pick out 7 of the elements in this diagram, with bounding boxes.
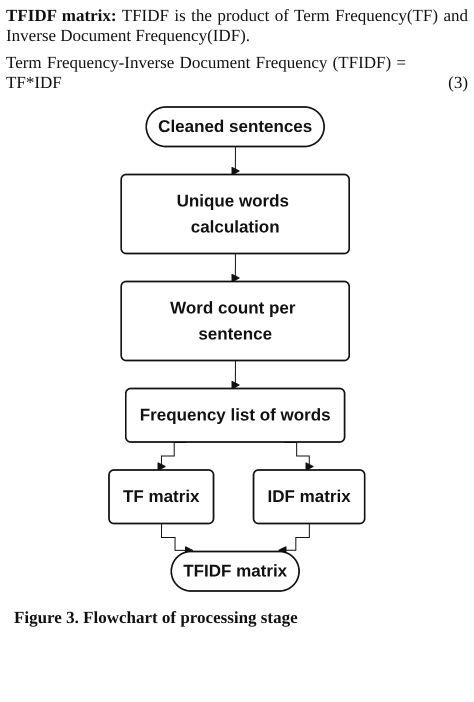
figure-caption: Figure 3. Flowchart of processing stage [14, 608, 299, 628]
equation-number: (3) [448, 73, 468, 94]
equation: Term Frequency-Inverse Document Frequency (TFIDF) = TF*IDF [6, 53, 406, 94]
arrow [231, 360, 240, 390]
arrow [231, 254, 240, 282]
paragraph: TFIDF matrix: TFIDF is the product of Term Frequency(TF) and Inverse Document Frequency(IDF). [6, 6, 468, 46]
arrow [231, 146, 240, 176]
